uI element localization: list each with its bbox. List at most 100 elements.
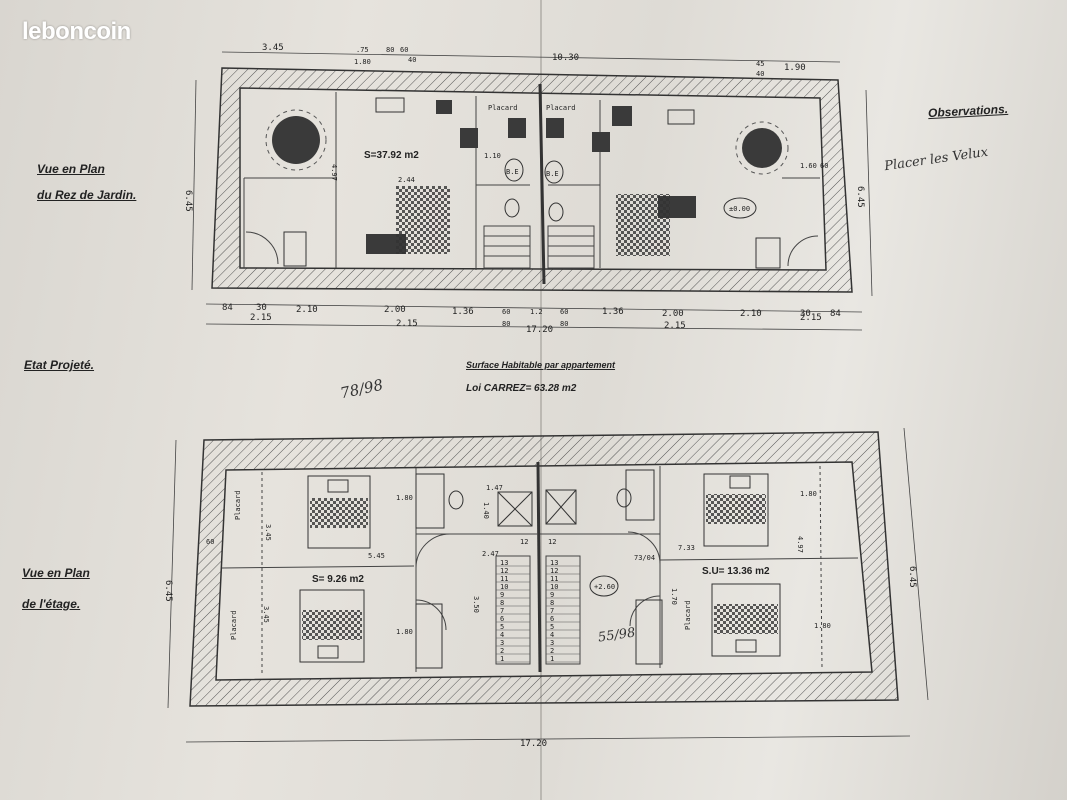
paper-fold bbox=[540, 0, 542, 800]
ground-left-cupboard: Placard bbox=[488, 104, 518, 112]
svg-text:5.45: 5.45 bbox=[368, 552, 385, 560]
svg-text:1.10: 1.10 bbox=[484, 152, 501, 160]
stair-step-number: 12 bbox=[500, 567, 508, 575]
upper-floor-walls bbox=[189, 431, 899, 707]
bed-left-bottom bbox=[299, 589, 365, 663]
svg-text:10.30: 10.30 bbox=[552, 53, 579, 63]
stair-step-number: 3 bbox=[550, 639, 554, 647]
stair-step-number: 11 bbox=[500, 575, 508, 583]
svg-text:3.45: 3.45 bbox=[264, 524, 272, 541]
svg-text:80: 80 bbox=[560, 320, 568, 328]
svg-text:1.47: 1.47 bbox=[486, 484, 503, 492]
svg-text:12: 12 bbox=[548, 538, 556, 546]
stair-step-number: 9 bbox=[500, 591, 504, 599]
svg-text:.75: .75 bbox=[356, 46, 369, 54]
stair-step-number: 5 bbox=[550, 623, 554, 631]
state-title: Etat Projeté. bbox=[24, 358, 95, 372]
dim-3-45: 3.45 bbox=[262, 43, 284, 53]
bed-right-top bbox=[703, 473, 769, 547]
stair-step-number: 10 bbox=[550, 583, 558, 591]
upper-plan-title-line1: Vue en Plan bbox=[22, 566, 90, 580]
ground-level-marker: ±0.00 bbox=[729, 205, 750, 213]
upper-total-length: 17.20 bbox=[520, 739, 547, 749]
stair-step-number: 12 bbox=[550, 567, 558, 575]
stair-step-number: 4 bbox=[550, 631, 554, 639]
upper-right-room-area: S.U= 13.36 m2 bbox=[702, 566, 770, 577]
stair-step-number: 13 bbox=[500, 559, 508, 567]
ground-floor-walls bbox=[211, 67, 853, 293]
bed-left-top bbox=[307, 475, 371, 549]
svg-text:60: 60 bbox=[560, 308, 568, 316]
svg-text:2.47: 2.47 bbox=[482, 550, 499, 558]
svg-text:40: 40 bbox=[408, 56, 416, 64]
svg-text:17.20: 17.20 bbox=[526, 325, 553, 335]
upper-left-room-area: S= 9.26 m2 bbox=[312, 574, 364, 585]
stair-step-number: 8 bbox=[500, 599, 504, 607]
svg-text:1.80: 1.80 bbox=[396, 494, 413, 502]
svg-text:30: 30 bbox=[256, 303, 267, 313]
svg-text:1.36: 1.36 bbox=[452, 307, 474, 317]
svg-text:60: 60 bbox=[206, 538, 214, 546]
svg-text:60: 60 bbox=[820, 162, 828, 170]
svg-text:60: 60 bbox=[400, 46, 408, 54]
svg-text:45: 45 bbox=[756, 60, 764, 68]
stair-step-number: 2 bbox=[500, 647, 504, 655]
stair-step-number: 6 bbox=[550, 615, 554, 623]
stair-step-number: 3 bbox=[500, 639, 504, 647]
stair-step-number: 7 bbox=[550, 607, 554, 615]
stair-step-number: 1 bbox=[550, 655, 554, 663]
svg-text:6.45: 6.45 bbox=[907, 566, 917, 588]
left-round-table bbox=[272, 116, 320, 164]
svg-text:40: 40 bbox=[756, 70, 764, 78]
svg-text:6.45: 6.45 bbox=[183, 190, 193, 212]
ground-floor-plan: ±0.00 S=37.92 m2 B.E B.E Placard Placard… bbox=[183, 43, 873, 335]
landing-level: +2.60 bbox=[594, 583, 615, 591]
svg-text:2.00: 2.00 bbox=[384, 305, 406, 315]
stair-step-number: 9 bbox=[550, 591, 554, 599]
upper-plan-title-line2: de l'étage. bbox=[22, 597, 81, 611]
svg-text:1.90: 1.90 bbox=[784, 63, 806, 73]
right-round-table bbox=[742, 128, 782, 168]
ground-plan-title-line2: du Rez de Jardin. bbox=[37, 188, 137, 202]
svg-text:2.00: 2.00 bbox=[662, 309, 684, 319]
svg-text:80: 80 bbox=[386, 46, 394, 54]
svg-text:2.15: 2.15 bbox=[250, 313, 272, 323]
svg-text:2.10: 2.10 bbox=[740, 309, 762, 319]
ground-room-area: S=37.92 m2 bbox=[364, 150, 419, 161]
svg-text:12: 12 bbox=[520, 538, 528, 546]
surface-title: Surface Habitable par appartement bbox=[466, 360, 616, 370]
ground-right-cupboard: Placard bbox=[546, 104, 576, 112]
svg-text:6.45: 6.45 bbox=[855, 186, 865, 208]
svg-text:84: 84 bbox=[222, 303, 233, 313]
svg-text:6.45: 6.45 bbox=[163, 580, 173, 602]
upper-left-stairs bbox=[495, 555, 531, 665]
svg-text:1.80: 1.80 bbox=[800, 490, 817, 498]
stair-step-number: 5 bbox=[500, 623, 504, 631]
stair-step-number: 4 bbox=[500, 631, 504, 639]
stair-step-number: 2 bbox=[550, 647, 554, 655]
right-wc-label: B.E bbox=[546, 170, 559, 178]
svg-text:2.15: 2.15 bbox=[664, 321, 686, 331]
svg-text:3.45: 3.45 bbox=[262, 606, 270, 623]
stair-step-number: 10 bbox=[500, 583, 508, 591]
svg-text:73/04: 73/04 bbox=[634, 554, 655, 562]
ground-right-stairs bbox=[547, 225, 595, 269]
svg-text:80: 80 bbox=[502, 320, 510, 328]
svg-text:1.70: 1.70 bbox=[670, 588, 678, 605]
svg-text:Placard: Placard bbox=[684, 600, 692, 630]
svg-text:1.36: 1.36 bbox=[602, 307, 624, 317]
ground-left-stairs bbox=[483, 225, 531, 269]
svg-text:1.40: 1.40 bbox=[482, 502, 490, 519]
svg-text:2.44: 2.44 bbox=[398, 176, 415, 184]
svg-text:60: 60 bbox=[502, 308, 510, 316]
stair-step-number: 7 bbox=[500, 607, 504, 615]
svg-text:1.60: 1.60 bbox=[800, 162, 817, 170]
svg-text:1.80: 1.80 bbox=[396, 628, 413, 636]
svg-text:2.15: 2.15 bbox=[800, 313, 822, 323]
svg-text:4.97: 4.97 bbox=[796, 536, 804, 553]
leboncoin-watermark: leboncoin bbox=[22, 18, 131, 45]
stair-step-number: 1 bbox=[500, 655, 504, 663]
upper-right-stairs bbox=[545, 555, 581, 665]
svg-text:1.80: 1.80 bbox=[814, 622, 831, 630]
